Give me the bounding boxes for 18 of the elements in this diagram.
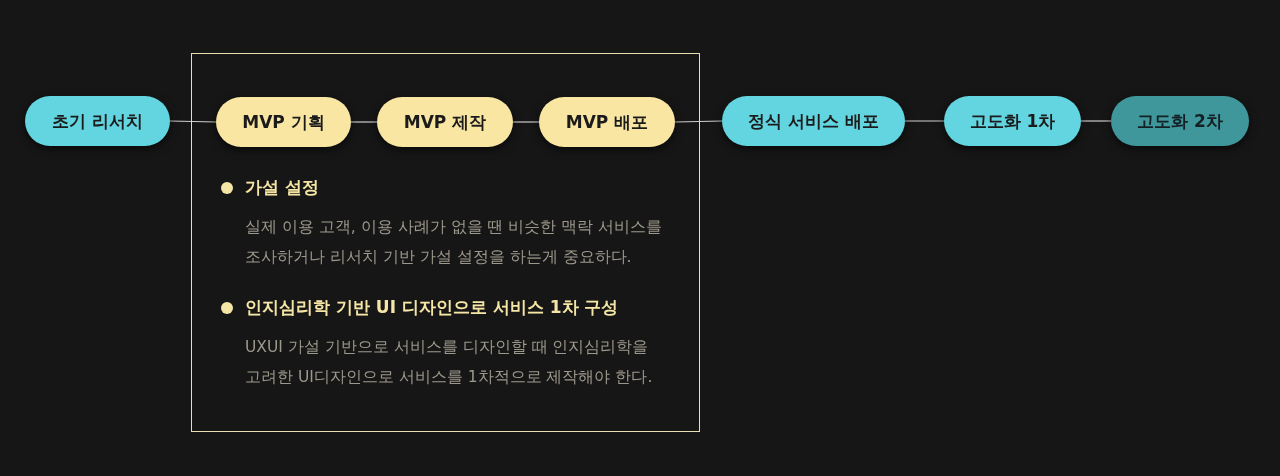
connector-line: [904, 120, 945, 122]
connector-line: [350, 121, 378, 123]
connector-line: [512, 121, 540, 123]
step-pill: 초기 리서치: [25, 96, 170, 146]
phase-frame: [191, 53, 700, 432]
bullet-description: UXUI 가설 기반으로 서비스를 디자인할 때 인지심리학을 고려한 UI디자인으로 서비스를 1차적으로 제작해야 한다.: [245, 337, 654, 388]
step-pill: MVP 제작: [377, 97, 513, 147]
step-pill: MVP 배포: [539, 97, 675, 147]
bullet-heading: 인지심리학 기반 UI 디자인으로 서비스 1차 구성: [245, 296, 619, 319]
step-pill: 정식 서비스 배포: [722, 96, 905, 146]
connector-line: [1080, 120, 1112, 122]
step-pill: MVP 기획: [216, 97, 351, 147]
connector-line: [169, 120, 217, 123]
step-pill: 고도화 1차: [944, 96, 1081, 146]
connector-line: [674, 120, 723, 123]
step-pill: 고도화 2차: [1111, 96, 1249, 146]
bullet-heading: 가설 설정: [245, 176, 319, 199]
bullet-description: 실제 이용 고객, 이용 사례가 없을 땐 비슷한 맥락 서비스를 조사하거나 리서치 기반 가설 설정을 하는게 중요하다.: [245, 217, 664, 268]
